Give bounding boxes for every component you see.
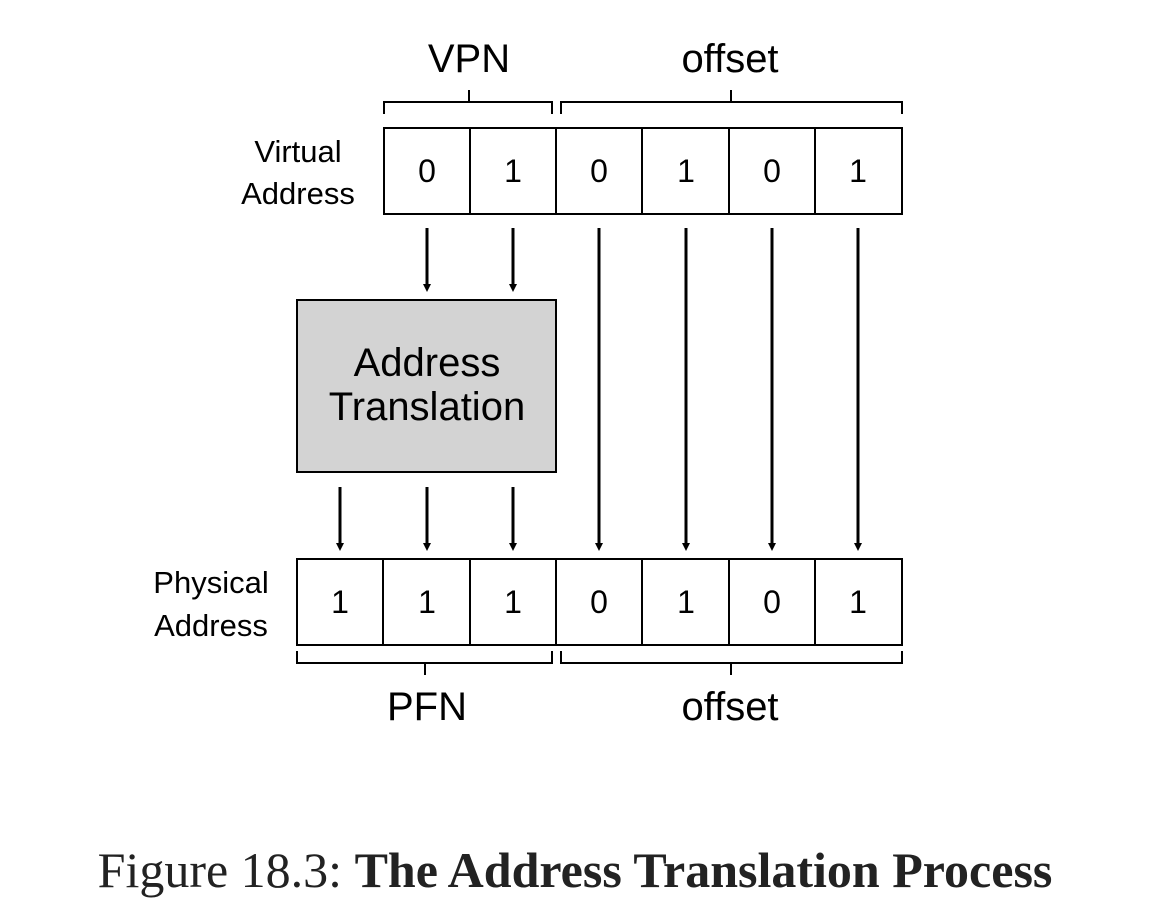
virtual-bit: 0 bbox=[418, 153, 436, 189]
pfn-brace bbox=[296, 651, 553, 675]
figure-caption: Figure 18.3: The Address Translation Pro… bbox=[0, 840, 1150, 900]
physical-bit-cell bbox=[296, 558, 384, 646]
virtual-bit: 1 bbox=[849, 153, 867, 189]
physical-bit: 0 bbox=[763, 584, 781, 620]
physical-bit: 0 bbox=[590, 584, 608, 620]
offset-bottom-brace bbox=[560, 651, 903, 675]
physical-bit: 1 bbox=[418, 584, 436, 620]
physical-bit: 1 bbox=[677, 584, 695, 620]
virtual-address-row: 0 1 0 1 0 1 bbox=[383, 127, 903, 215]
physical-address-label-line1: Physical bbox=[153, 565, 268, 600]
physical-bit-cell bbox=[728, 558, 816, 646]
virtual-bit: 0 bbox=[763, 153, 781, 189]
virtual-address-label-line2: Address bbox=[241, 176, 355, 211]
virtual-bit-cell bbox=[383, 127, 471, 215]
physical-bit-cell bbox=[382, 558, 471, 646]
physical-bit-cell bbox=[555, 558, 643, 646]
translation-box-line2: Translation bbox=[329, 385, 525, 429]
physical-bit-cell bbox=[814, 558, 903, 646]
offset-top-label: offset bbox=[681, 37, 778, 81]
vpn-label: VPN bbox=[428, 37, 510, 81]
physical-bit: 1 bbox=[849, 584, 867, 620]
physical-address-label-line2: Address bbox=[154, 608, 268, 643]
virtual-bit: 1 bbox=[504, 153, 522, 189]
translation-box-line1: Address bbox=[354, 341, 501, 385]
virtual-address-label-line1: Virtual bbox=[254, 134, 341, 169]
virtual-bit: 0 bbox=[590, 153, 608, 189]
caption-prefix: Figure 18.3: bbox=[97, 842, 355, 898]
offset-top-brace bbox=[560, 90, 903, 114]
virtual-bit-cell bbox=[469, 127, 557, 215]
offset-bottom-label: offset bbox=[681, 685, 778, 729]
virtual-bit-cell bbox=[555, 127, 643, 215]
physical-bit: 1 bbox=[504, 584, 522, 620]
virtual-bit-cell bbox=[728, 127, 816, 215]
physical-address-row: 1 1 1 0 1 0 1 bbox=[296, 558, 903, 646]
virtual-bit: 1 bbox=[677, 153, 695, 189]
address-translation-box bbox=[296, 299, 557, 473]
caption-title: The Address Translation Process bbox=[354, 842, 1053, 898]
vpn-brace bbox=[383, 90, 553, 114]
physical-bit: 1 bbox=[331, 584, 349, 620]
pfn-label: PFN bbox=[387, 685, 467, 729]
physical-bit-cell bbox=[469, 558, 557, 646]
virtual-bit-cell bbox=[814, 127, 903, 215]
